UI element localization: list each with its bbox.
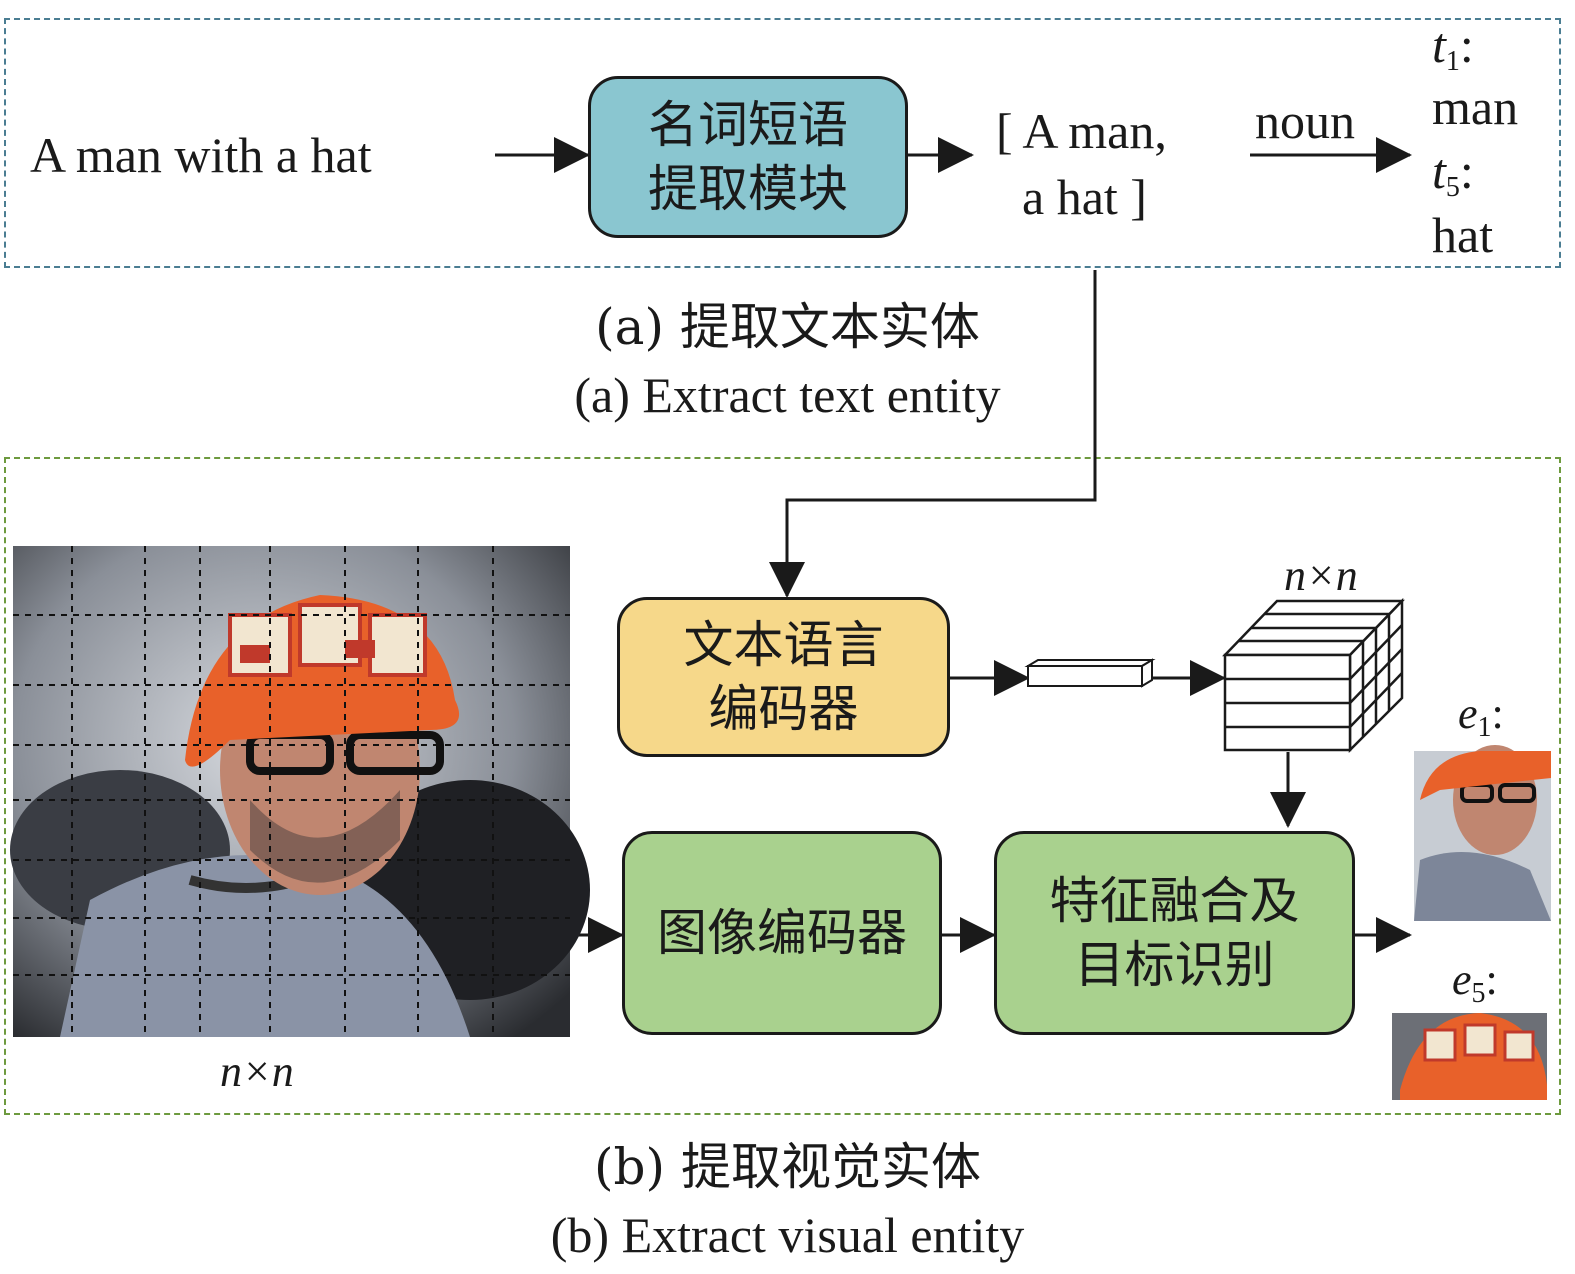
noun-arrow-label: noun xyxy=(1255,93,1355,149)
connector-phrases-to-encoder xyxy=(769,270,1097,598)
cube-size-label: n×n xyxy=(1284,551,1358,600)
visual-entity-e1-label: e1: xyxy=(1458,689,1504,743)
input-photo xyxy=(10,546,590,1037)
module-label-line1: 名词短语 xyxy=(648,96,848,154)
caption-a-cn: (a) 提取文本实体 xyxy=(595,298,980,356)
image-encoder-label: 图像编码器 xyxy=(657,904,907,962)
caption-b-cn: (b) 提取视觉实体 xyxy=(594,1138,981,1196)
text-language-encoder: 文本语言 编码器 xyxy=(617,597,950,757)
text-entity-t5-symbol: t5: xyxy=(1432,143,1474,203)
visual-entity-frame xyxy=(4,457,1561,1115)
caption-b-en: (b) Extract visual entity xyxy=(550,1207,1025,1263)
embedding-vector xyxy=(1024,658,1156,688)
text-entity-t1-symbol: t1: xyxy=(1432,17,1474,77)
text-encoder-label-line2: 编码器 xyxy=(708,680,859,738)
fusion-label-line1: 特征融合及 xyxy=(1049,872,1300,930)
visual-entity-e5-label: e5: xyxy=(1452,955,1498,1009)
image-grid-size-label: n×n xyxy=(220,1047,294,1096)
text-entity-t5-word: hat xyxy=(1432,207,1494,263)
phrases-line1: [ A man, xyxy=(996,103,1167,159)
text-entity-frame xyxy=(4,18,1561,268)
noun-phrase-extraction-module: 名词短语 提取模块 xyxy=(588,76,908,238)
text-encoder-label-line1: 文本语言 xyxy=(683,616,884,674)
output-crop-hat xyxy=(1392,1013,1547,1100)
output-crop-man xyxy=(1414,745,1551,921)
feature-fusion-detection: 特征融合及 目标识别 xyxy=(994,831,1355,1035)
fusion-label-line2: 目标识别 xyxy=(1074,936,1275,994)
image-encoder: 图像编码器 xyxy=(622,831,942,1035)
caption-a-en: (a) Extract text entity xyxy=(574,367,1001,423)
phrases-line2: a hat ] xyxy=(1022,169,1147,225)
photo-grid xyxy=(13,546,570,1037)
feature-cube xyxy=(1222,597,1405,754)
input-sentence: A man with a hat xyxy=(30,127,372,183)
text-entity-t1-word: man xyxy=(1432,79,1519,135)
module-label-line2: 提取模块 xyxy=(648,160,848,218)
